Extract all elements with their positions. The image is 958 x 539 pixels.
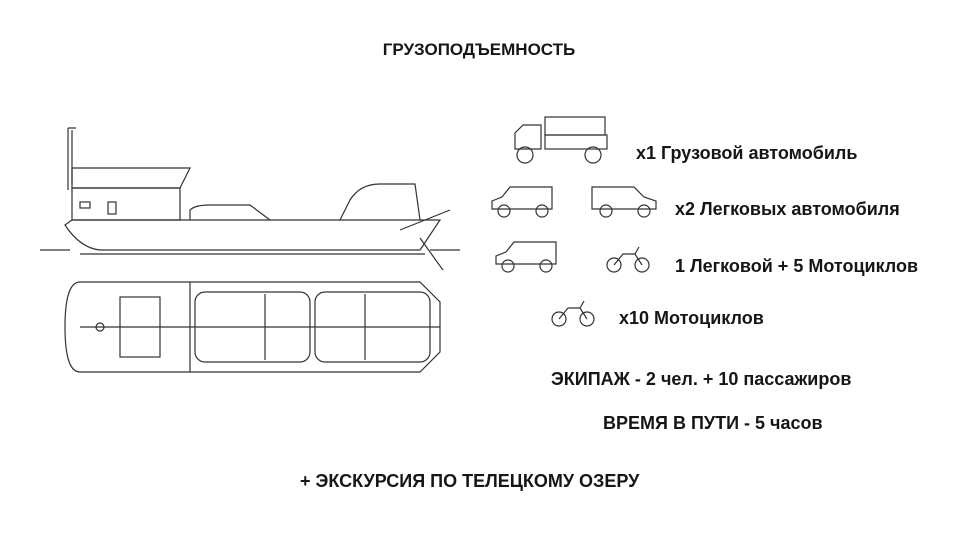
car-icon (591, 186, 657, 218)
crew-info: ЭКИПАЖ - 2 чел. + 10 пассажиров (551, 369, 852, 389)
car-icon (491, 186, 553, 218)
capacity-motorcycles-label: x10 Мотоциклов (619, 308, 764, 328)
capacity-cars-label: x2 Легковых автомобиля (675, 199, 900, 219)
capacity-truck-label: x1 Грузовой автомобиль (636, 143, 858, 163)
vessel-side-view-drawing (40, 127, 460, 270)
car-icon (495, 241, 557, 273)
travel-time-info: ВРЕМЯ В ПУТИ - 5 часов (603, 413, 823, 433)
page-title: ГРУЗОПОДЪЕМНОСТЬ (382, 40, 576, 59)
capacity-mixed-label: 1 Легковой + 5 Мотоциклов (675, 256, 919, 276)
motorcycle-icon (606, 246, 650, 273)
motorcycle-icon (551, 300, 595, 327)
excursion-info: + ЭКСКУРСИЯ ПО ТЕЛЕЦКОМУ ОЗЕРУ (300, 471, 640, 491)
vessel-top-view-drawing (64, 281, 441, 373)
truck-icon (514, 116, 608, 164)
